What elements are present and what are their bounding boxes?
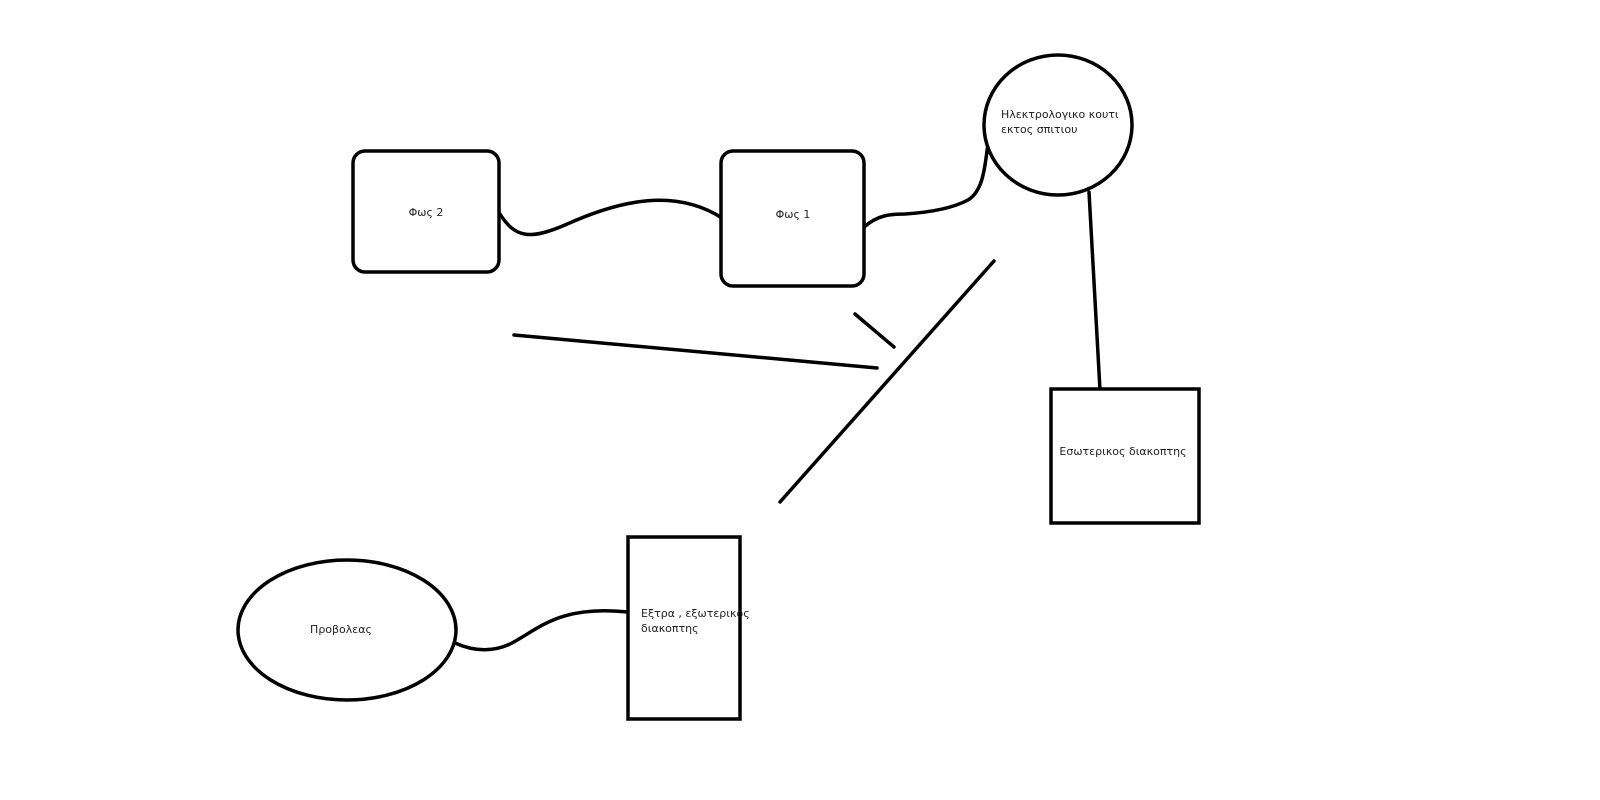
node-electrical-box: Ηλεκτρολογικο κουτι εκτος σπιτιου [982, 53, 1134, 197]
line-segment-diagonal [778, 259, 996, 504]
node-fos2: Φως 2 [351, 149, 501, 274]
wire-fos2-to-fos1 [498, 198, 724, 237]
node-electrical-box-circle [982, 53, 1134, 197]
line-segment-short [853, 312, 896, 349]
node-extra-switch-label-line-2: διακοπτης [641, 622, 699, 635]
wire-fos1-to-electrical-box [862, 143, 990, 229]
node-fos1: Φως 1 [719, 149, 866, 288]
node-electrical-box-label-line-2: εκτος σπιτιου [1001, 123, 1078, 136]
wire-floodlight-to-extra-switch [453, 609, 630, 652]
node-inner-switch-label: Εσωτερικος διακοπτης [1059, 445, 1186, 458]
node-fos2-box [351, 149, 501, 274]
node-fos1-label: Φως 1 [776, 208, 811, 221]
node-extra-switch: Εξτρα , εξωτερικος διακοπτης [626, 535, 750, 721]
line-segment-horizontal [512, 333, 879, 370]
node-inner-switch: Εσωτερικος διακοπτης [1049, 387, 1201, 525]
node-floodlight-label: Προβολεας [310, 623, 372, 636]
node-electrical-box-label-line-1: Ηλεκτρολογικο κουτι [1001, 108, 1119, 121]
node-fos1-box [719, 149, 866, 288]
node-extra-switch-label-line-1: Εξτρα , εξωτερικος [641, 607, 750, 620]
node-floodlight-ellipse [236, 558, 458, 702]
node-extra-switch-box [626, 535, 742, 721]
wire-electrical-box-to-inner-switch [1087, 190, 1102, 392]
node-inner-switch-box [1049, 387, 1201, 525]
node-fos2-label: Φως 2 [409, 206, 444, 219]
node-floodlight: Προβολεας [236, 558, 458, 702]
